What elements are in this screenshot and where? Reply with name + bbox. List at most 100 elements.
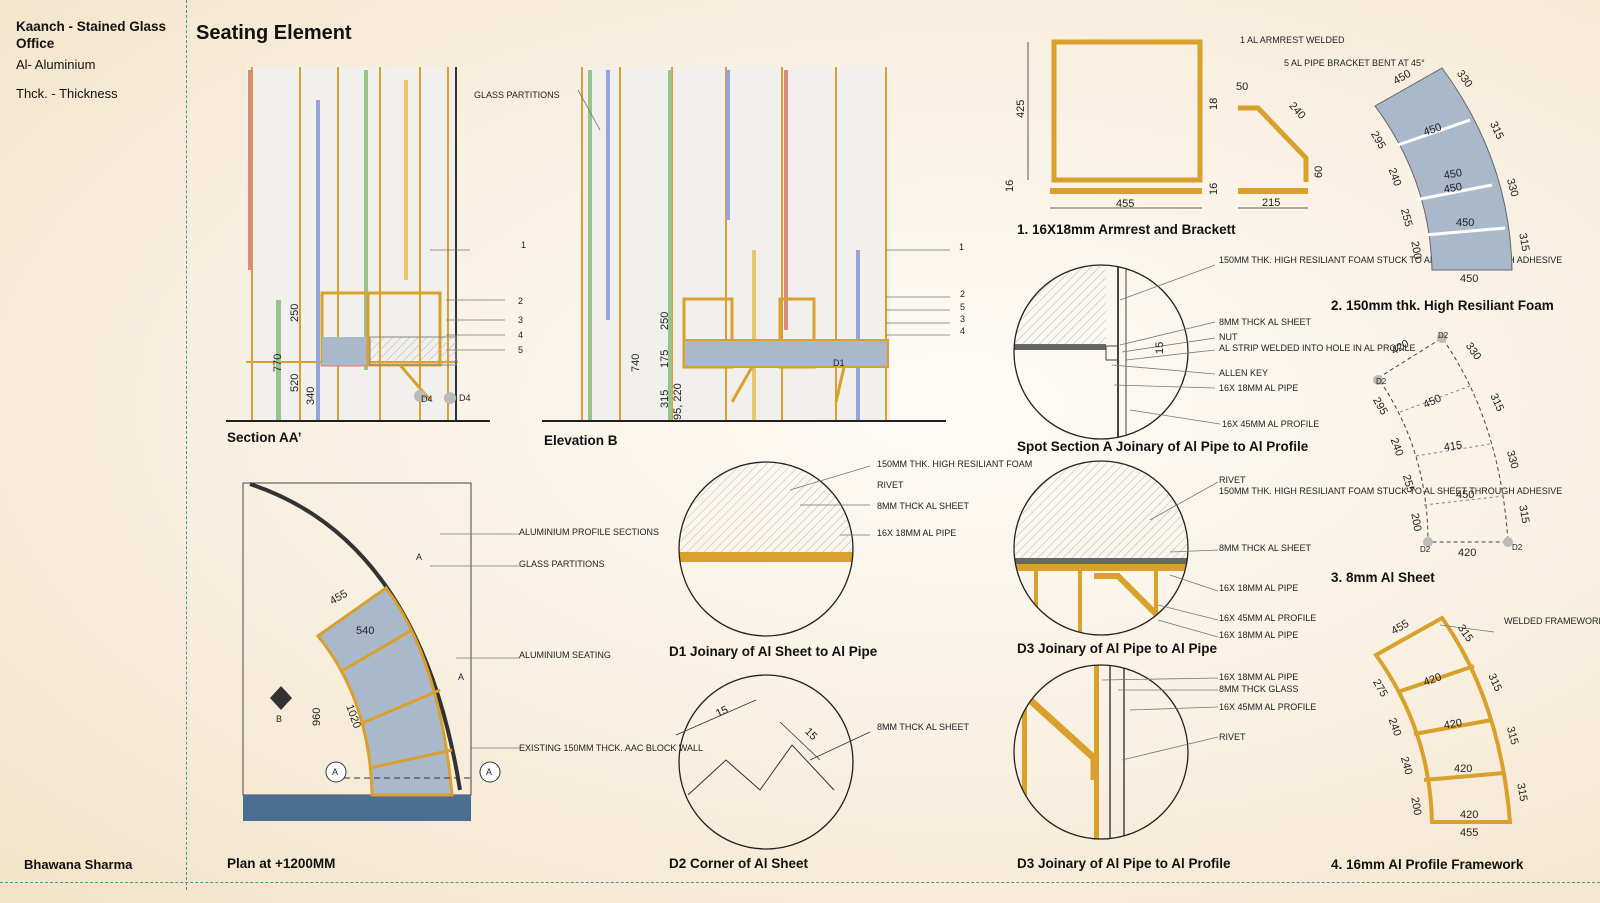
caption-d2: D2 Corner of Al Sheet xyxy=(669,856,809,871)
dim-label: 540 xyxy=(356,625,374,637)
caption-plan: Plan at +1200MM xyxy=(227,856,336,871)
framework-dims: 455 315 275 420 315 240 420 315 240 420 … xyxy=(1370,618,1529,839)
dim-label: 420 xyxy=(1458,547,1476,559)
foam-drawing xyxy=(1374,67,1513,271)
dim-label: 450 xyxy=(1422,121,1443,139)
d1-detail xyxy=(678,461,871,637)
caption-elevation-b: Elevation B xyxy=(544,433,618,448)
dim-label: 16 xyxy=(1004,180,1016,192)
section-marker: A xyxy=(486,767,492,777)
dim-label: 420 xyxy=(1443,717,1463,732)
caption-spot-section-a: Spot Section A Joinary of Al Pipe to Al … xyxy=(1017,439,1309,454)
elevation-marker: B xyxy=(276,714,282,724)
dim-label: 455 xyxy=(1460,827,1478,839)
dim-label: 315 xyxy=(659,390,671,408)
dim-label: 455 xyxy=(1116,198,1134,210)
author-name: Bhawana Sharma xyxy=(24,857,133,872)
caption-al-sheet: 3. 8mm Al Sheet xyxy=(1331,570,1435,585)
dim-label: 450 xyxy=(1456,489,1474,501)
tag-label: 1 xyxy=(521,240,526,250)
spot-a-note: ALLEN KEY xyxy=(1219,368,1268,378)
dim-label: 455 xyxy=(1389,618,1411,638)
tag-label: 1 xyxy=(959,242,964,252)
marker-label: D2 xyxy=(1438,331,1449,340)
dim-label: 315 xyxy=(1504,725,1520,746)
al-sheet-drawing xyxy=(1373,333,1513,547)
dim-label: 315 xyxy=(1487,392,1506,414)
dim-label: 200 xyxy=(1408,512,1423,532)
plan-note: ALUMINIUM SEATING xyxy=(519,650,611,660)
dim-label: 240 xyxy=(1386,716,1404,737)
d3b-note: RIVET xyxy=(1219,732,1246,742)
dim-label: 200 xyxy=(1408,796,1423,816)
tag-label: 5 xyxy=(960,302,965,312)
dim-label: 200 xyxy=(1408,240,1423,260)
dim-label: 455 xyxy=(328,588,350,608)
tag-label: 3 xyxy=(960,314,965,324)
marker-label: D4 xyxy=(421,394,433,404)
dim-label: 340 xyxy=(305,387,317,405)
dim-label: 15 xyxy=(714,704,730,720)
plan-note: ALUMINIUM PROFILE SECTIONS xyxy=(519,527,659,537)
marker-label: D2 xyxy=(1376,377,1387,386)
legend-item: Thck. - Thickness xyxy=(16,86,118,101)
spot-a-note: 150MM THK. HIGH RESILIANT FOAM STUCK TO … xyxy=(1219,255,1562,265)
caption-d1: D1 Joinary of Al Sheet to Al Pipe xyxy=(669,644,878,659)
dim-label: 770 xyxy=(272,354,284,372)
d1-note: 150MM THK. HIGH RESILIANT FOAM xyxy=(877,459,1032,469)
dim-label: 60 xyxy=(1313,166,1325,178)
dim-label: 425 xyxy=(1015,100,1027,118)
dim-label: 415 xyxy=(1443,439,1463,453)
tag-label: 5 xyxy=(518,345,523,355)
dim-label: 315 xyxy=(1516,232,1531,252)
sheet-title: Seating Element xyxy=(196,22,352,44)
dim-label: 960 xyxy=(311,708,323,726)
dim-label: 315 xyxy=(1487,120,1506,142)
d3b-note: 16X 45MM AL PROFILE xyxy=(1219,702,1316,712)
armrest-note: 5 AL PIPE BRACKET BENT AT 45° xyxy=(1284,58,1425,68)
legend-item: Al- Aluminium xyxy=(16,57,96,72)
marker-label: D1 xyxy=(833,358,845,368)
tag-label: 2 xyxy=(518,296,523,306)
caption-framework: 4. 16mm Al Profile Framework xyxy=(1331,857,1524,872)
d3b-note: 16X 18MM AL PIPE xyxy=(1219,672,1298,682)
dim-label: 450 xyxy=(1443,181,1463,196)
caption-section-aa: Section AA’ xyxy=(227,430,302,445)
dim-label: 175 xyxy=(659,350,671,368)
dim-label: 255 xyxy=(1398,207,1414,228)
marker-label: D2 xyxy=(1420,545,1431,554)
section-marker: A xyxy=(416,552,422,562)
d3a-note: RIVET xyxy=(1219,475,1246,485)
dim-label: 315 xyxy=(1516,504,1531,524)
dim-label: 250 xyxy=(289,304,301,322)
dim-label: 450 xyxy=(1422,392,1444,411)
d3-pipe-to-profile-detail xyxy=(1013,664,1219,840)
tag-label: 4 xyxy=(518,330,523,340)
dim-label: 18 xyxy=(1208,98,1220,110)
dim-label: 255 xyxy=(1400,473,1416,494)
dim-label: 420 xyxy=(1422,671,1443,689)
dim-label: 315 xyxy=(1514,782,1529,802)
sheet-border-vertical xyxy=(186,0,187,890)
dim-label: 250 xyxy=(659,312,671,330)
section-marker: A xyxy=(332,767,338,777)
dim-label: 420 xyxy=(1460,809,1478,821)
project-title: Kaanch - Stained Glass Office xyxy=(16,19,167,51)
caption-d3-pipe-to-profile: D3 Joinary of Al Pipe to Al Profile xyxy=(1017,856,1231,871)
spot-section-a-detail xyxy=(1013,264,1221,440)
d3-pipe-to-pipe-detail xyxy=(1013,460,1219,638)
plan-drawing xyxy=(242,482,520,821)
d3a-note: 16X 45MM AL PROFILE xyxy=(1219,613,1316,623)
section-marker: A xyxy=(458,672,464,682)
tag-label: 2 xyxy=(960,289,965,299)
spot-a-note: 16X 45MM AL PROFILE xyxy=(1222,419,1319,429)
caption-d3-pipe-to-pipe: D3 Joinary of Al Pipe to Al Pipe xyxy=(1017,641,1218,656)
dim-label: 315 xyxy=(1485,672,1504,694)
framework-note: WELDED FRAMEWORK xyxy=(1504,616,1600,626)
dim-label: 215 xyxy=(1262,197,1280,209)
al-sheet-dims: 420 330 295 450 315 240 415 330 255 450 … xyxy=(1370,331,1531,559)
elevation-b-drawing xyxy=(542,67,950,422)
tag-label: 4 xyxy=(960,326,965,336)
dim-label: 240 xyxy=(1386,166,1404,187)
